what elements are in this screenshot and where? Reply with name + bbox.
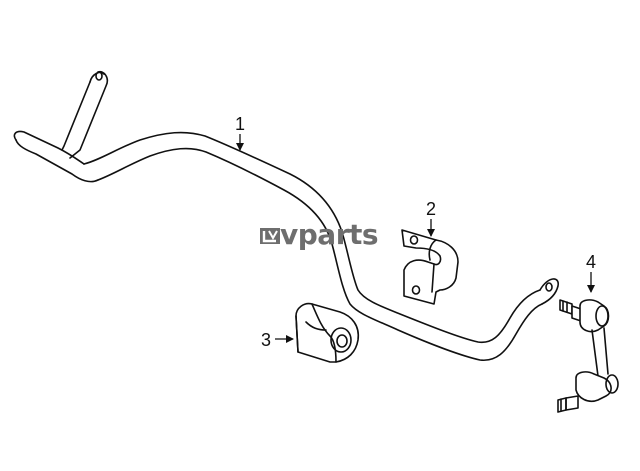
callout-label-3: 3: [261, 330, 271, 350]
callout-2: 2: [426, 199, 436, 237]
callout-3: 3: [261, 330, 294, 350]
callout-1: 1: [235, 114, 245, 151]
stabilizer-bar[interactable]: [13, 70, 559, 361]
callout-label-4: 4: [586, 252, 596, 272]
stabilizer-link[interactable]: [557, 299, 619, 413]
callout-label-1: 1: [235, 114, 245, 134]
lv-logo-icon: [260, 228, 280, 244]
bracket[interactable]: [401, 229, 459, 305]
watermark-text: vparts: [280, 218, 378, 251]
callout-4: 4: [586, 252, 596, 293]
bushing[interactable]: [295, 302, 360, 363]
watermark: vparts: [260, 218, 379, 251]
callout-label-2: 2: [426, 199, 436, 219]
